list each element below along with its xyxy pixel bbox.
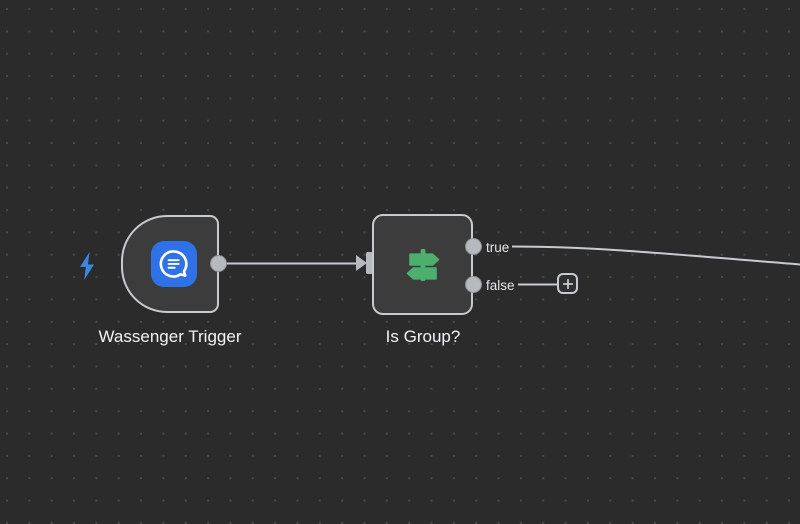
- signpost-icon: [406, 248, 439, 281]
- wassenger-chat-icon: [151, 241, 197, 287]
- add-node-button[interactable]: [557, 273, 578, 294]
- node-caption-is-group: Is Group?: [385, 327, 461, 346]
- node-is-group[interactable]: [372, 214, 473, 315]
- port-output-false[interactable]: [466, 277, 481, 292]
- port-input-if-arrow-icon[interactable]: [356, 255, 367, 271]
- port-input-if[interactable]: [366, 252, 373, 274]
- connection-true-offscreen: [511, 245, 800, 266]
- lightning-bolt-icon: [78, 252, 96, 280]
- port-output-true[interactable]: [466, 239, 481, 254]
- port-label-false: false: [486, 278, 515, 293]
- plus-icon: [562, 278, 573, 289]
- node-wassenger-trigger[interactable]: [121, 215, 219, 313]
- port-label-true: true: [486, 240, 510, 255]
- port-output-trigger-main[interactable]: [211, 256, 226, 271]
- node-caption-wassenger-trigger: Wassenger Trigger: [98, 327, 242, 346]
